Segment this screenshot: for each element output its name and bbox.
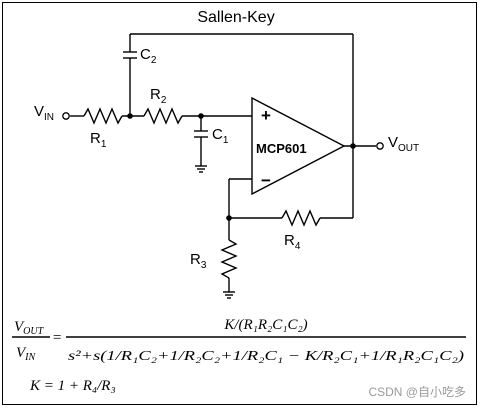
label-vout: VOUT (388, 134, 419, 154)
resistor-r1 (83, 107, 123, 125)
label-c2: C2 (140, 46, 157, 66)
label-r4: R4 (284, 232, 301, 252)
eq-equals: = (52, 330, 62, 346)
label-r2: R2 (150, 86, 167, 106)
label-vin: VIN (34, 103, 54, 123)
label-c1: C1 (212, 126, 229, 146)
vin-terminal (62, 112, 70, 120)
eq-gain: K = 1 + R₄/R₃ (29, 378, 116, 394)
eq-rhs-denominator: s²+s(1/R₁C₂+1/R₂C₂+1/R₂C₁ − K/R₂C₁+1/R₁R… (68, 349, 464, 364)
resistor-r2 (143, 107, 183, 125)
junction-r1-r2 (127, 113, 133, 119)
opamp-triangle (251, 96, 346, 196)
opamp-label: MCP601 (256, 141, 307, 156)
vout-terminal (376, 142, 384, 150)
figure-frame (2, 2, 477, 405)
watermark: CSDN @自小吃多 (368, 385, 466, 399)
wires (12, 33, 466, 338)
junction-c1 (198, 113, 204, 119)
resistor-r4 (281, 209, 321, 227)
title: Sallen-Key (197, 9, 274, 26)
eq-lhs-numerator: VOUT (14, 319, 45, 337)
eq-lhs-denominator: VIN (16, 345, 37, 363)
eq-rhs-numerator: K/(R₁R₂C₁C₂) (223, 317, 307, 333)
resistor-r3 (220, 239, 238, 279)
label-r1: R1 (90, 130, 107, 150)
junction-r3-r4 (226, 215, 232, 221)
opamp-minus: − (261, 171, 271, 190)
label-r3: R3 (190, 251, 207, 271)
junction-output (350, 143, 356, 149)
opamp-plus: + (261, 106, 271, 125)
